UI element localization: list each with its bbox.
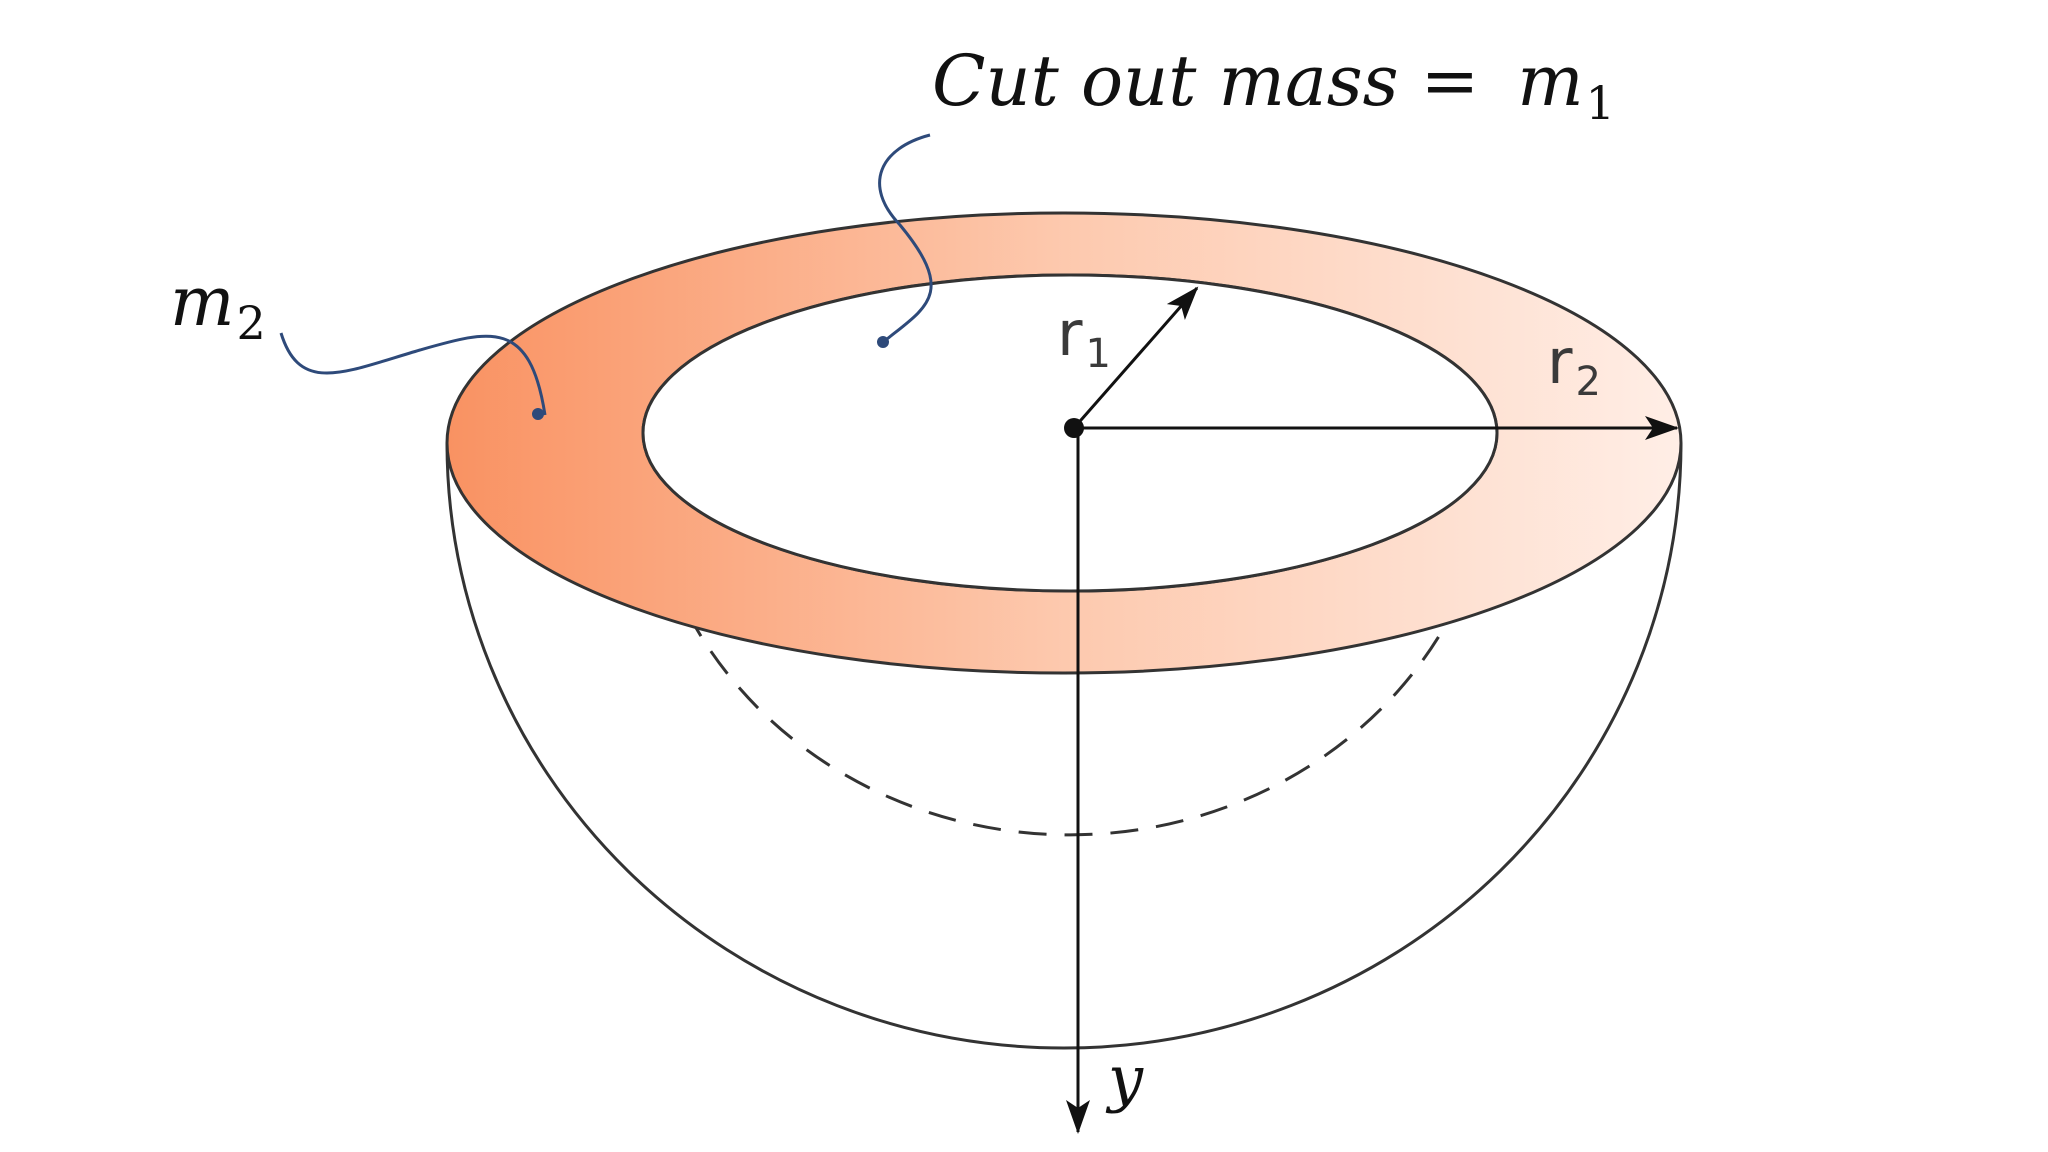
m1-leader-line — [878, 133, 933, 345]
r2-label: r2 — [1547, 325, 1601, 405]
r1-radius-arrow — [1072, 286, 1199, 429]
cut-out-mass-label: Cut out mass=m1 — [932, 40, 1615, 130]
center-point — [1064, 418, 1084, 438]
y-axis-label: y — [1105, 1042, 1144, 1115]
m2-label: m2 — [170, 263, 266, 350]
m2-leader-line — [279, 332, 547, 416]
m2-leader-dot — [532, 408, 544, 420]
m1-leader-dot — [877, 336, 889, 348]
r1-label: r1 — [1057, 297, 1111, 377]
